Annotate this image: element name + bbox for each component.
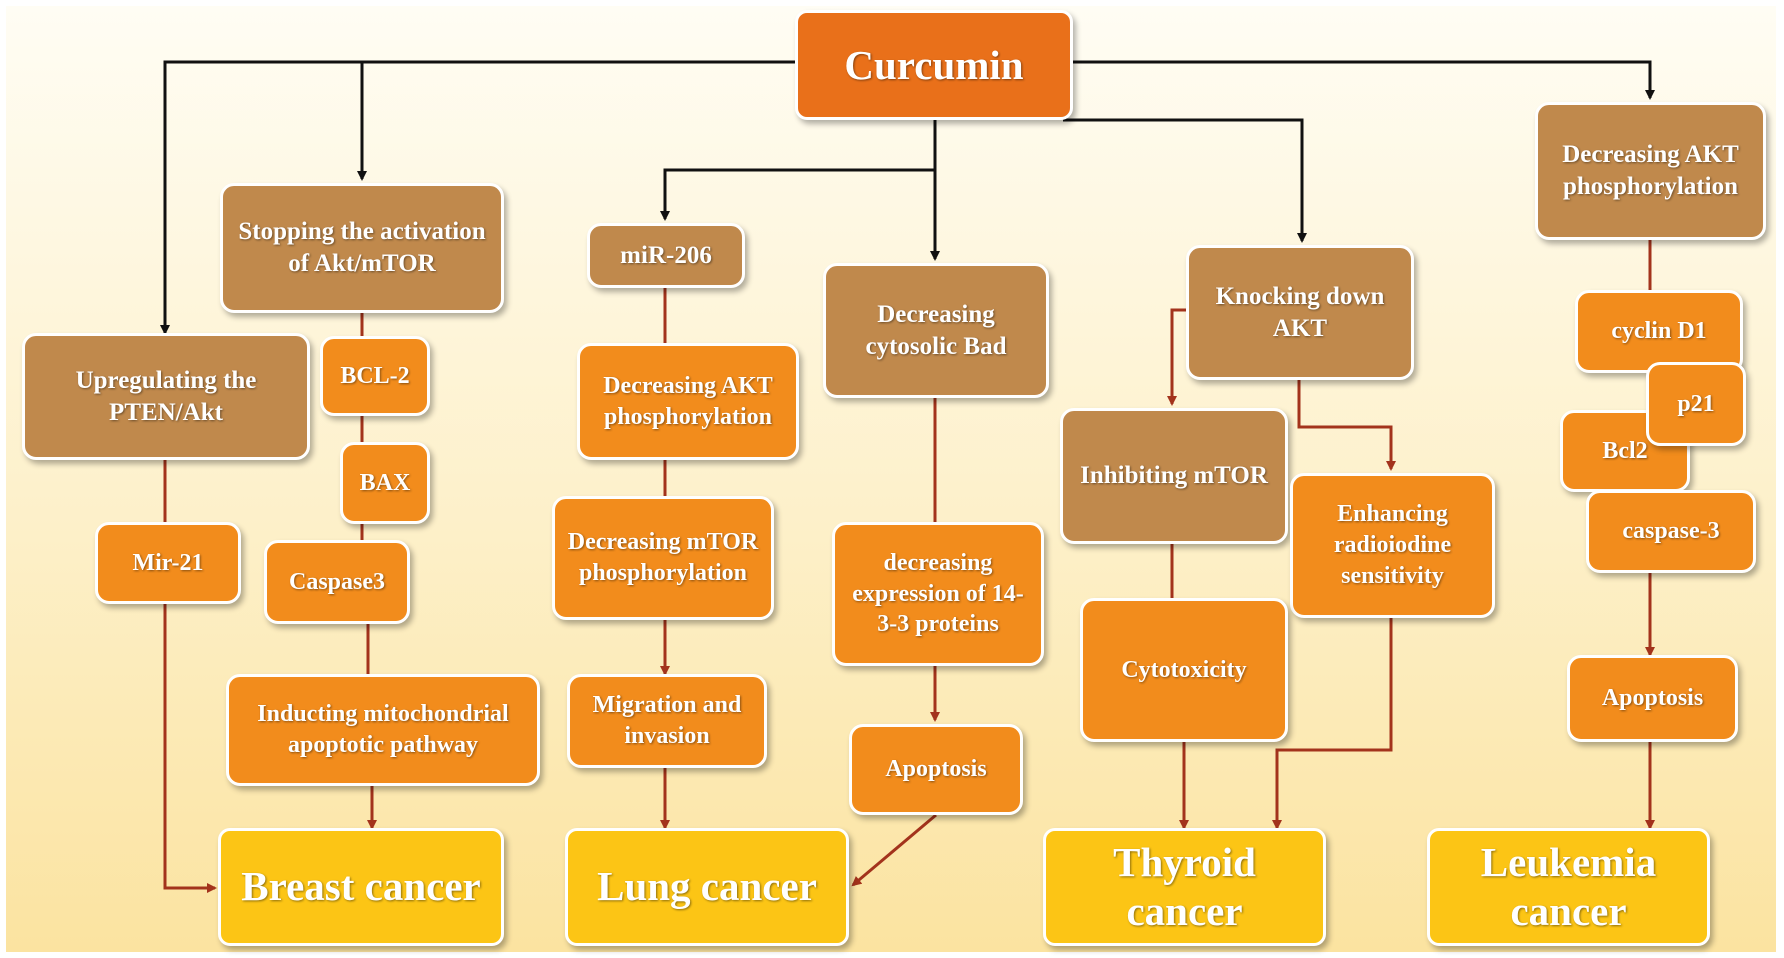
radioiodine-sensitivity-node: Enhancing radioiodine sensitivity xyxy=(1290,473,1495,618)
mitochondrial-pathway-node: Inducting mitochondrial apoptotic pathwa… xyxy=(226,674,540,786)
cyclin-d1-node: cyclin D1 xyxy=(1575,290,1743,373)
arrow-curcumin-to-pten xyxy=(160,60,795,335)
cytosolic-bad-node: Decreasing cytosolic Bad xyxy=(823,263,1049,398)
arrow-radioiodine-to-thyroid xyxy=(1272,618,1393,830)
arrow-curcumin-to-mir206 xyxy=(660,120,937,221)
mir-206-node: miR-206 xyxy=(587,223,745,288)
apoptosis-lung-node: Apoptosis xyxy=(849,724,1023,815)
arrow-curcumin-to-dec-akt xyxy=(1073,60,1655,100)
breast-cancer-node: Breast cancer xyxy=(218,828,504,946)
cytotoxicity-node: Cytotoxicity xyxy=(1080,598,1288,742)
curcumin-node: Curcumin xyxy=(795,10,1073,120)
arrow-curcumin-to-knock-akt xyxy=(1063,118,1307,243)
mtor-phosphorylation-node: Decreasing mTOR phosphorylation xyxy=(552,496,774,620)
apoptosis-leukemia-node: Apoptosis xyxy=(1567,655,1738,742)
leukemia-cancer-node: Leukemia cancer xyxy=(1427,828,1710,946)
decreasing-akt-phos-leukemia-node: Decreasing AKT phosphorylation xyxy=(1535,102,1766,240)
caspase3-breast-node: Caspase3 xyxy=(264,540,410,624)
bcl-2-node: BCL-2 xyxy=(320,336,430,416)
mir-21-node: Mir-21 xyxy=(95,522,241,604)
inhibiting-mtor-node: Inhibiting mTOR xyxy=(1060,408,1288,544)
migration-invasion-node: Migration and invasion xyxy=(567,674,767,768)
akt-phosphorylation-lung-node: Decreasing AKT phosphorylation xyxy=(577,343,799,460)
knock-down-akt-node: Knocking down AKT xyxy=(1186,245,1414,380)
arrow-knock-akt-to-radioiodine xyxy=(1297,380,1396,471)
caspase-3-leukemia-node: caspase-3 xyxy=(1586,490,1756,573)
p21-node: p21 xyxy=(1646,362,1746,446)
arrow-apoptosis-to-lung xyxy=(851,813,937,887)
arrow-knock-akt-to-inh-mtor xyxy=(1167,308,1190,406)
thyroid-cancer-node: Thyroid cancer xyxy=(1043,828,1326,946)
14-3-3-proteins-node: decreasing expression of 14-3-3 proteins xyxy=(832,522,1044,666)
lung-cancer-node: Lung cancer xyxy=(565,828,849,946)
bax-node: BAX xyxy=(340,442,430,524)
pten-akt-node: Upregulating the PTEN/Akt xyxy=(22,333,310,460)
akt-mtor-stop-node: Stopping the activation of Akt/mTOR xyxy=(220,183,504,313)
